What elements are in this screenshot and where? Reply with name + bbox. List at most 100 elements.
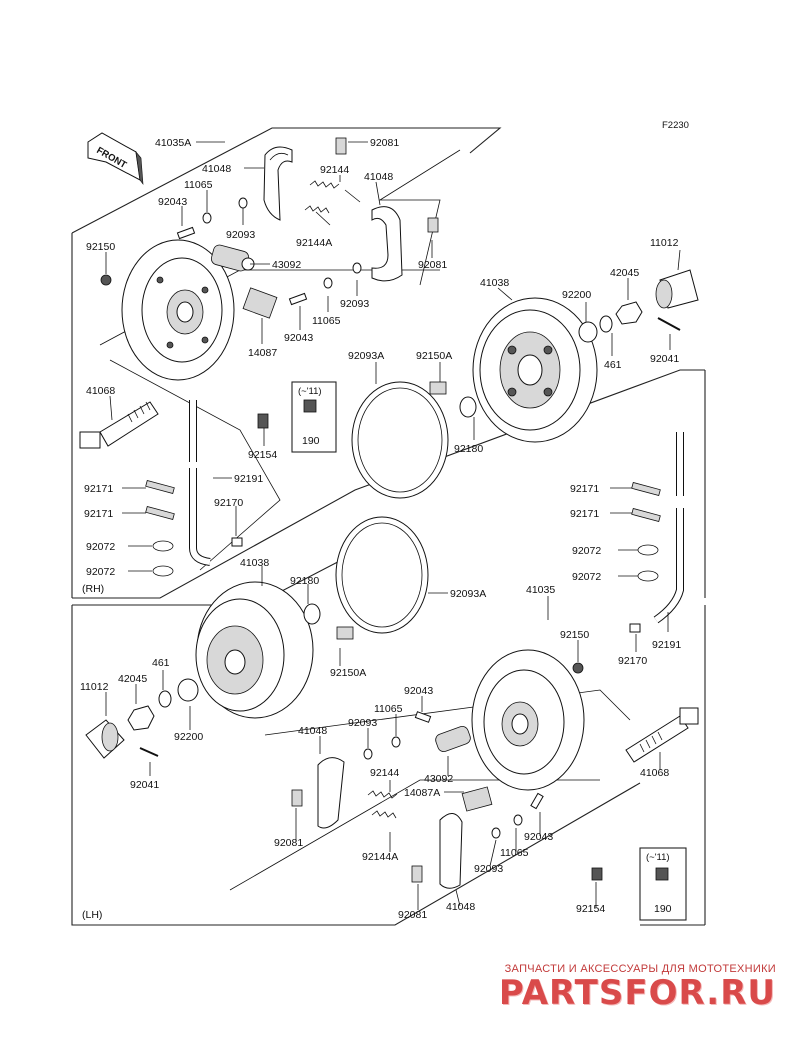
callout-lh-92093-a: 92093 <box>348 717 377 729</box>
rh-cotter-pin <box>657 317 681 331</box>
rh-washer-b <box>238 197 248 209</box>
callout-lh-41038: 41038 <box>240 557 269 569</box>
lh-clip-ring-a <box>637 544 659 556</box>
lh-axle-shaft <box>625 707 699 763</box>
rh-bolt-92150A <box>429 381 447 395</box>
callout-lh-92171-a: 92171 <box>570 483 599 495</box>
front-arrow-icon <box>87 132 144 186</box>
callout-rh-92171-a: 92171 <box>84 483 113 495</box>
callout-rh-42045: 42045 <box>610 267 639 279</box>
rh-backing-plate <box>121 239 235 381</box>
callout-lh-14087A: 14087A <box>404 787 440 799</box>
rh-adjuster-plate <box>242 287 278 319</box>
callout-rh-92093-a: 92093 <box>226 229 255 241</box>
watermark: ЗАПЧАСТИ И АКСЕССУАРЫ ДЛЯ МОТОТЕХНИКИ PA… <box>499 963 776 1011</box>
callout-rh-41068: 41068 <box>86 385 115 397</box>
callout-rh-92191: 92191 <box>234 473 263 485</box>
lh-clip-a <box>291 789 303 807</box>
rh-clip-lower <box>427 217 439 233</box>
rh-washer-c <box>352 262 362 274</box>
lh-spring-a <box>367 790 398 799</box>
callout-lh-92144A: 92144A <box>362 851 398 863</box>
lh-washer-b <box>363 748 373 760</box>
lh-adjuster-plate <box>461 786 493 812</box>
callout-rh-92180: 92180 <box>454 443 483 455</box>
callout-lh-92081-b: 92081 <box>398 909 427 921</box>
callout-lh-92072-a: 92072 <box>572 545 601 557</box>
callout-lh-92200: 92200 <box>174 731 203 743</box>
lh-hose-clamp <box>629 623 641 633</box>
callout-lh-92191: 92191 <box>652 639 681 651</box>
rh-springs <box>304 180 361 214</box>
lh-backing-plate <box>471 649 585 791</box>
lh-bolt-92154 <box>591 867 603 881</box>
lh-clip-b <box>411 865 423 883</box>
callout-rh-92043-b: 92043 <box>284 332 313 344</box>
callout-rh-92072-a: 92072 <box>86 541 115 553</box>
lh-hub-cap <box>85 719 125 759</box>
rh-axle-shaft <box>79 401 159 449</box>
callout-lh-92144: 92144 <box>370 767 399 779</box>
callout-lh-92150: 92150 <box>560 629 589 641</box>
callout-rh-190: 190 <box>302 435 320 447</box>
callout-lh-92180: 92180 <box>290 575 319 587</box>
rh-hub-cap <box>655 269 699 309</box>
lh-brake-drum <box>195 581 314 719</box>
side-label-lh: (LH) <box>82 909 102 921</box>
callout-lh-92081-a: 92081 <box>274 837 303 849</box>
rh-washer-461 <box>599 315 613 333</box>
callout-lh-11065-a: 11065 <box>374 703 403 715</box>
rh-wheel-cylinder <box>210 244 255 272</box>
callout-rh-92171-b: 92171 <box>84 508 113 520</box>
callout-rh-92150: 92150 <box>86 241 115 253</box>
lh-washer-92200 <box>177 678 199 702</box>
rh-pin-a <box>176 226 196 240</box>
rh-castle-nut <box>615 301 643 325</box>
lh-brake-shoe-a <box>317 757 345 829</box>
callout-rh-14087: 14087 <box>248 347 277 359</box>
callout-rh-92144: 92144 <box>320 164 349 176</box>
callout-rh-92043-a: 92043 <box>158 196 187 208</box>
lh-tag-a <box>631 481 661 497</box>
callout-lh-42045: 42045 <box>118 673 147 685</box>
callout-lh-11012: 11012 <box>80 681 109 693</box>
callout-rh-92081-a: 92081 <box>370 137 399 149</box>
lh-washer-461 <box>158 690 172 708</box>
callout-rh-92150A: 92150A <box>416 350 452 362</box>
figure-code: F2230 <box>662 120 689 131</box>
callout-rh-461: 461 <box>604 359 622 371</box>
lh-spring-b <box>371 810 397 819</box>
lh-pin-b <box>530 792 544 810</box>
callout-rh-41048-b: 41048 <box>364 171 393 183</box>
callout-rh-92144A: 92144A <box>296 237 332 249</box>
callout-lh-41048-a: 41048 <box>298 725 327 737</box>
callout-lh-92150A: 92150A <box>330 667 366 679</box>
rh-seal-ring <box>351 381 449 499</box>
rh-clip-ring-b <box>152 565 174 577</box>
callout-rh-92093A: 92093A <box>348 350 384 362</box>
lh-bolt-92150 <box>572 662 584 674</box>
callout-lh-92154: 92154 <box>576 903 605 915</box>
callout-rh-41048-a: 41048 <box>202 163 231 175</box>
lh-cotter-pin <box>139 747 159 757</box>
callout-rh-11065-b: 11065 <box>312 315 341 327</box>
callout-rh-92093-b: 92093 <box>340 298 369 310</box>
rh-hose-clamp <box>231 537 243 547</box>
rh-washer-92200 <box>578 321 598 343</box>
lh-tag-b <box>631 507 661 523</box>
callout-lh-92171-b: 92171 <box>570 508 599 520</box>
callout-lh-41035: 41035 <box>526 584 555 596</box>
lh-castle-nut <box>127 705 155 731</box>
lh-bolt-92150A <box>336 626 354 640</box>
rh-bolt-92150 <box>100 274 112 286</box>
rh-washer-d <box>323 277 333 289</box>
callout-rh-43092: 43092 <box>272 259 301 271</box>
rh-frame <box>71 127 706 599</box>
callout-lh-11065-b: 11065 <box>500 847 529 859</box>
lh-note-box <box>639 847 687 921</box>
rh-bolt-190 <box>303 399 317 413</box>
callout-lh-bolt-note: (~'11) <box>646 852 670 863</box>
callout-rh-41035A: 41035A <box>155 137 191 149</box>
callout-rh-41038: 41038 <box>480 277 509 289</box>
